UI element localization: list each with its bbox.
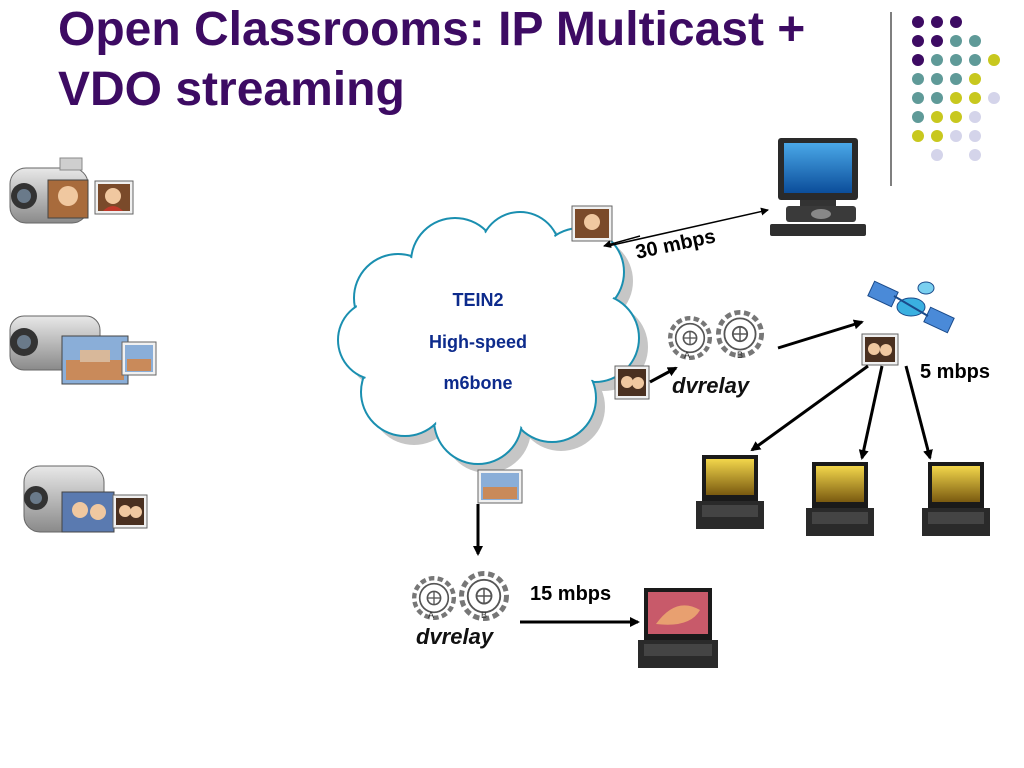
dot xyxy=(931,73,943,85)
network-cloud xyxy=(337,211,648,473)
title-line-2: VDO streaming xyxy=(58,63,405,116)
rate-label-bottom: 15 mbps xyxy=(530,583,612,605)
dot xyxy=(988,92,1000,104)
video-frame-icon xyxy=(112,494,148,529)
arrow-sat-to-laptop-2 xyxy=(858,365,884,460)
gear-icon: A B dvrelay xyxy=(670,312,761,398)
cloud-label-line-3: m6bone xyxy=(443,373,513,393)
arrow-sat-to-laptop-3 xyxy=(904,365,933,460)
dot xyxy=(950,130,962,142)
gear-icon: A B dvrelay xyxy=(414,574,506,649)
gear-a-label: A xyxy=(684,350,690,360)
dot xyxy=(912,111,924,123)
dot xyxy=(912,35,924,47)
dot xyxy=(950,92,962,104)
dot xyxy=(912,92,924,104)
gear-a-label: A xyxy=(428,610,434,620)
flow-arrows xyxy=(473,207,933,627)
dot xyxy=(912,54,924,66)
arrow-to-desktop xyxy=(607,207,769,247)
dot xyxy=(969,54,981,66)
camcorder-icon xyxy=(23,465,115,533)
dot xyxy=(969,149,981,161)
gear-b-label: B xyxy=(737,350,743,360)
dot xyxy=(912,16,924,28)
dot xyxy=(988,54,1000,66)
laptop-icon xyxy=(922,462,990,536)
laptop-icon xyxy=(696,455,764,529)
dvrelay-bottom-label: dvrelay xyxy=(416,624,495,649)
satellite-icon xyxy=(867,280,955,334)
dvrelay-right-label: dvrelay xyxy=(672,373,751,398)
dot xyxy=(931,92,943,104)
video-frame-icon xyxy=(121,341,157,376)
dot xyxy=(969,73,981,85)
dot xyxy=(950,73,962,85)
dot xyxy=(969,111,981,123)
video-frame-icon xyxy=(571,205,613,242)
camcorder-icon xyxy=(9,315,129,385)
dot xyxy=(912,73,924,85)
dot xyxy=(950,16,962,28)
video-frame-icon xyxy=(614,365,650,400)
cloud-label-line-1: TEIN2 xyxy=(452,290,504,310)
cloud-label-line-2: High-speed xyxy=(428,332,527,352)
video-frame-icon xyxy=(861,333,899,366)
gear-b-label: B xyxy=(481,610,487,620)
dot xyxy=(969,92,981,104)
dot xyxy=(931,130,943,142)
dot xyxy=(931,111,943,123)
video-frame-icon xyxy=(477,469,523,504)
dot xyxy=(950,35,962,47)
camcorder-icon xyxy=(9,157,89,224)
title-line-1: Open Classrooms: IP Multicast + xyxy=(58,3,806,56)
dot xyxy=(931,54,943,66)
rate-label-satellite: 5 mbps xyxy=(920,361,991,383)
decorative-dots xyxy=(912,16,1000,161)
dot xyxy=(931,149,943,161)
arrow-from-cloud-top xyxy=(603,235,641,248)
slide-title: Open Classrooms: IP Multicast + VDO stre… xyxy=(58,0,805,120)
arrow-to-relay xyxy=(649,366,678,384)
arrow-sat-to-laptop-1 xyxy=(750,364,869,452)
video-frame-icon xyxy=(94,180,134,215)
dot xyxy=(912,130,924,142)
laptop-icon xyxy=(638,588,718,668)
desktop-computer-icon xyxy=(770,138,866,236)
dot xyxy=(950,54,962,66)
dot xyxy=(931,35,943,47)
dot xyxy=(931,16,943,28)
laptop-icon xyxy=(806,462,874,536)
dot xyxy=(969,35,981,47)
dot xyxy=(969,130,981,142)
dot xyxy=(950,111,962,123)
arrow-relay-to-satellite xyxy=(777,319,864,350)
